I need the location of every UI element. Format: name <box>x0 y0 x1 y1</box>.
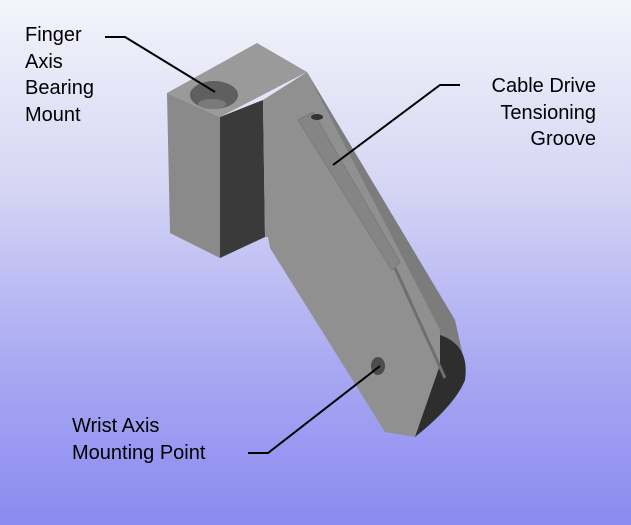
leader-wrist <box>248 365 381 454</box>
label-line: Mount <box>25 103 81 126</box>
bearing-hole-inner <box>198 99 226 109</box>
label-line: Bearing <box>25 77 94 99</box>
block-left-face <box>167 93 220 258</box>
groove-lower <box>393 267 447 379</box>
label-finger-axis-bearing-mount: Finger Axis Bearing Mount <box>25 22 94 128</box>
label-line: Tensioning <box>500 101 596 124</box>
label-line: Groove <box>530 128 596 150</box>
label-line: Cable Drive <box>491 75 596 97</box>
block-shadow-face <box>220 100 265 258</box>
label-wrist-axis-mounting-point: Wrist Axis Mounting Point <box>72 413 205 466</box>
tensioning-groove <box>297 111 401 271</box>
arm-front-face <box>263 72 440 437</box>
arm-rounded-end <box>400 335 466 437</box>
leader-finger <box>105 36 216 93</box>
label-line: Mounting Point <box>72 441 206 464</box>
label-line: Axis <box>25 50 63 73</box>
label-line: Finger <box>25 24 82 46</box>
groove-slot <box>311 114 323 120</box>
label-cable-drive-tensioning-groove: Cable Drive Tensioning Groove <box>492 73 596 153</box>
leader-cable <box>332 84 460 166</box>
label-line: Wrist Axis <box>72 415 160 437</box>
